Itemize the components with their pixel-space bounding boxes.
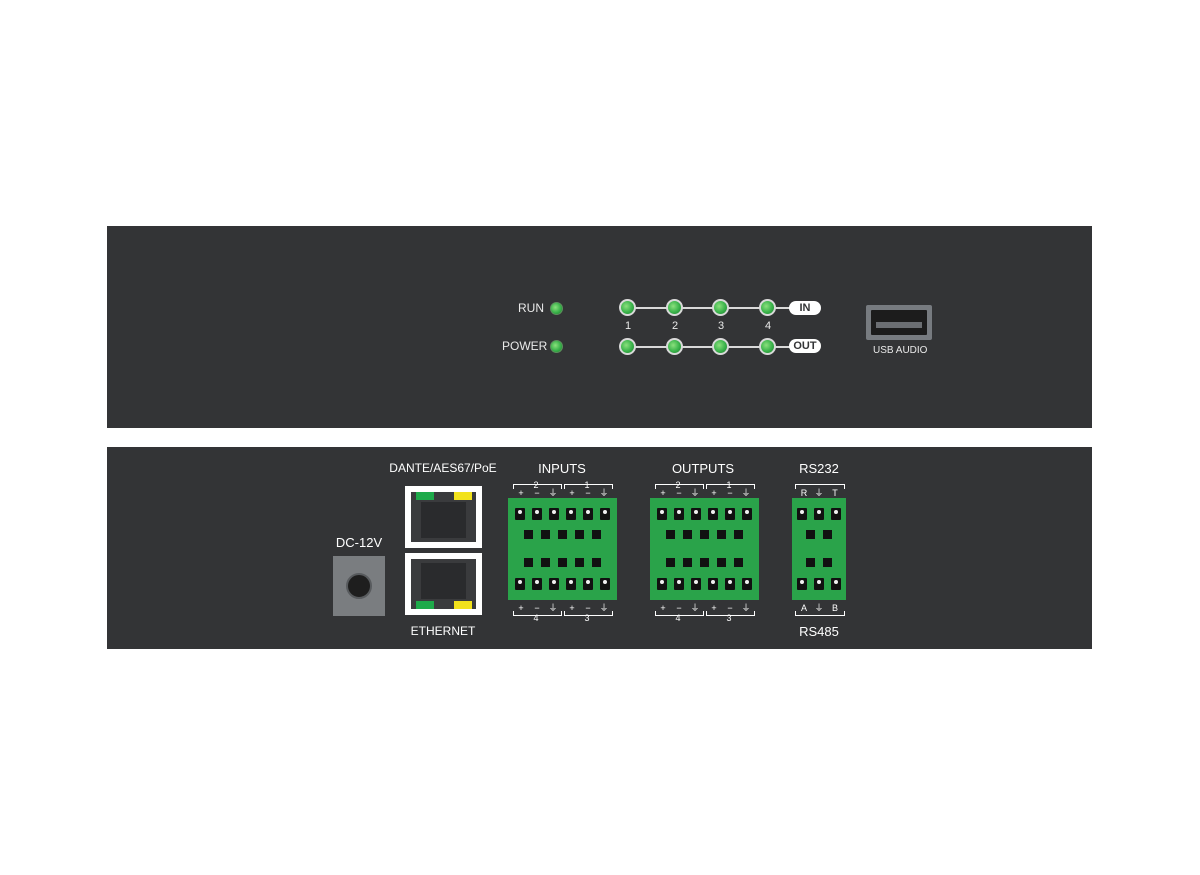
- outputs-top-pin-2: −: [676, 488, 682, 498]
- rs232-pin-ground: ⏚: [814, 488, 824, 498]
- outputs-bottom-pin-3: ⏚: [690, 603, 700, 613]
- outputs-channel-4-label: 4: [675, 613, 681, 623]
- outputs-terminal-block[interactable]: 2 1 + − ⏚ + − ⏚ + − ⏚ + − ⏚ 4 3: [650, 480, 759, 623]
- rs232-pin-t: T: [832, 488, 838, 498]
- outputs-top-pin-3: ⏚: [690, 488, 700, 498]
- outputs-top-pin-5: −: [727, 488, 733, 498]
- out-led-3-icon: [712, 338, 729, 355]
- inputs-bottom-pin-1: +: [518, 603, 524, 613]
- in-led-3-icon: [712, 299, 729, 316]
- in-label: IN: [789, 301, 821, 315]
- dc-12v-label: DC-12V: [335, 535, 383, 550]
- outputs-bottom-pin-4: +: [711, 603, 717, 613]
- inputs-top-pin-4: +: [569, 488, 575, 498]
- out-label: OUT: [789, 339, 821, 353]
- inputs-top-pin-2: −: [534, 488, 540, 498]
- in-led-line: [627, 307, 792, 309]
- rs485-pin-ground: ⏚: [814, 603, 824, 613]
- outputs-bottom-pin-1: +: [660, 603, 666, 613]
- inputs-bottom-pin-6: ⏚: [599, 603, 609, 613]
- power-led-icon: [550, 340, 563, 353]
- rs232-rs485-terminal-block[interactable]: R ⏚ T A ⏚ B: [792, 482, 846, 622]
- outputs-label: OUTPUTS: [671, 461, 735, 476]
- inputs-bottom-pin-3: ⏚: [548, 603, 558, 613]
- inputs-top-pin-3: ⏚: [548, 488, 558, 498]
- inputs-channel-4-label: 4: [533, 613, 539, 623]
- inputs-bottom-pin-4: +: [569, 603, 575, 613]
- inputs-top-pin-5: −: [585, 488, 591, 498]
- front-panel: RUN POWER IN 1 2 3 4 OUT USB AUDIO: [107, 226, 1092, 428]
- rs232-pin-r: R: [800, 488, 808, 498]
- dante-label: DANTE/AES67/PoE: [389, 461, 497, 475]
- channel-4-label: 4: [764, 320, 772, 332]
- in-led-1-icon: [619, 299, 636, 316]
- run-led-icon: [550, 302, 563, 315]
- channel-3-label: 3: [717, 320, 725, 332]
- in-led-4-icon: [759, 299, 776, 316]
- outputs-top-pin-4: +: [711, 488, 717, 498]
- dc-jack-icon[interactable]: [333, 556, 385, 616]
- rs485-pin-a: A: [800, 603, 808, 613]
- out-led-4-icon: [759, 338, 776, 355]
- inputs-channel-1-label: 1: [584, 480, 590, 490]
- outputs-top-pin-1: +: [660, 488, 666, 498]
- rs232-label: RS232: [799, 461, 839, 476]
- out-led-line: [627, 346, 792, 348]
- inputs-label: INPUTS: [538, 461, 586, 476]
- outputs-bottom-pin-6: ⏚: [741, 603, 751, 613]
- in-led-2-icon: [666, 299, 683, 316]
- inputs-top-pin-1: +: [518, 488, 524, 498]
- out-led-1-icon: [619, 338, 636, 355]
- ethernet-label: ETHERNET: [410, 624, 476, 638]
- outputs-channel-2-label: 2: [675, 480, 681, 490]
- rs485-pin-b: B: [831, 603, 839, 613]
- inputs-terminal-block[interactable]: 2 1 + − ⏚ + − ⏚ + − ⏚ + − ⏚ 4 3: [508, 480, 617, 623]
- dante-rj45-port-icon[interactable]: [405, 486, 482, 548]
- out-led-2-icon: [666, 338, 683, 355]
- usb-port-icon[interactable]: [866, 305, 932, 340]
- rear-panel: DC-12V DANTE/AES67/PoE ETHERNET INPUTS 2…: [107, 447, 1092, 649]
- channel-2-label: 2: [671, 320, 679, 332]
- inputs-top-pin-6: ⏚: [599, 488, 609, 498]
- power-label: POWER: [502, 339, 548, 353]
- outputs-channel-3-label: 3: [726, 613, 732, 623]
- outputs-channel-1-label: 1: [726, 480, 732, 490]
- outputs-top-pin-6: ⏚: [741, 488, 751, 498]
- rs485-label: RS485: [799, 624, 839, 639]
- outputs-bottom-pin-2: −: [676, 603, 682, 613]
- inputs-channel-2-label: 2: [533, 480, 539, 490]
- outputs-bottom-pin-5: −: [727, 603, 733, 613]
- usb-audio-label: USB AUDIO: [873, 345, 928, 356]
- run-label: RUN: [518, 301, 544, 315]
- inputs-bottom-pin-2: −: [534, 603, 540, 613]
- inputs-bottom-pin-5: −: [585, 603, 591, 613]
- inputs-channel-3-label: 3: [584, 613, 590, 623]
- channel-1-label: 1: [624, 320, 632, 332]
- ethernet-rj45-port-icon[interactable]: [405, 553, 482, 615]
